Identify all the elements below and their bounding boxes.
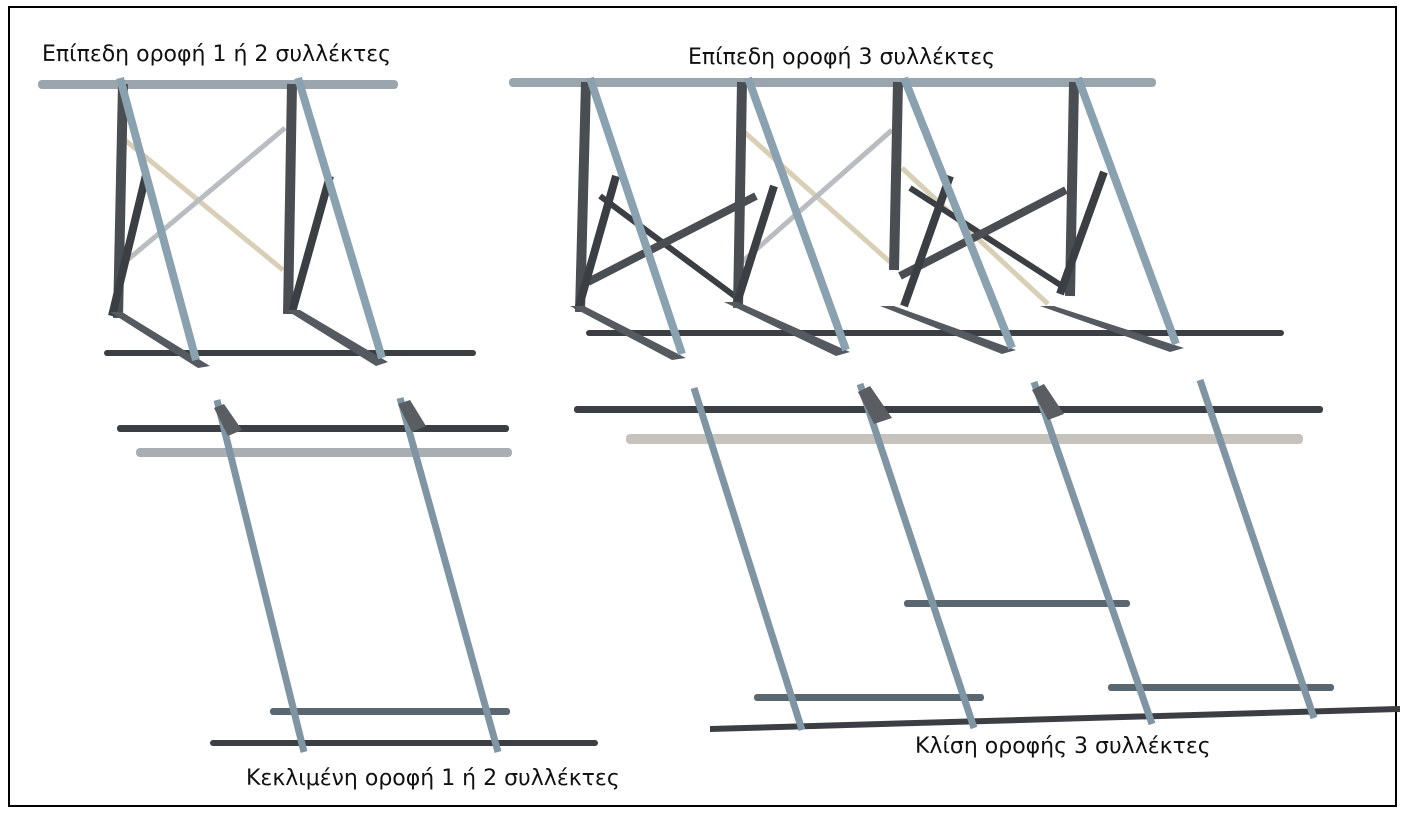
caption-roof-inclination-3: Κλίση οροφής 3 συλλέκτες [915,734,1211,759]
caption-flat-roof-3: Επίπεδη οροφή 3 συλλέκτες [688,45,996,70]
top-rail [509,78,1156,87]
inclined-arm [116,76,200,362]
bottom-rail [210,740,598,746]
inclined-arm [1196,378,1318,720]
cross-brace [740,128,894,264]
vertical-post [889,81,903,271]
base-foot [110,312,210,368]
cross-brace [123,138,285,272]
inclined-arm [744,76,850,352]
inclined-arm [690,386,806,732]
bottom-rail [104,350,476,356]
middle-rail [904,600,1130,607]
vertical-post [575,81,591,313]
collector-clamp [1032,384,1064,420]
inclined-arm [900,76,1016,350]
inclined-arm [1074,76,1180,346]
collector-clamp [214,404,242,436]
rear-strut [900,174,954,308]
collector-rail [626,434,1303,444]
upper-rail [574,406,1323,413]
cross-brace [598,193,742,303]
caption-flat-roof-1-2: Επίπεδη οροφή 1 ή 2 συλλέκτες [42,42,391,67]
upper-rail [117,425,509,432]
inclined-arm [1030,380,1156,726]
base-foot [286,310,388,366]
inclined-arm [856,382,978,730]
base-foot [570,306,686,360]
collector-clamp [858,386,892,424]
rear-strut [108,174,150,317]
figure-border [8,6,1397,807]
collector-rail [136,448,512,457]
bottom-rail [586,330,1284,336]
caption-inclined-roof-1-2: Κεκλιμένη οροφή 1 ή 2 συλλέκτες [246,766,620,791]
frame-inclined-1-2 [117,397,598,753]
rear-strut [288,174,334,314]
cross-brace [123,126,287,264]
frame-flat-3 [509,76,1284,360]
base-foot [880,306,1016,354]
lower-rail [1108,684,1334,691]
base-foot [1040,306,1184,352]
rear-strut [574,174,620,312]
rear-strut [732,184,778,308]
lower-rail [270,708,510,715]
collector-clamp [398,400,426,432]
vertical-post [733,81,747,309]
inclined-arm [586,76,686,356]
cross-brace [908,185,1064,289]
lower-rail [754,694,984,701]
frame-flat-1-2 [38,76,476,368]
bottom-rail [710,706,1400,732]
inclined-arm [294,76,386,360]
cross-brace [898,186,1068,280]
top-rail [38,80,398,89]
vertical-post [283,83,297,315]
rear-strut [1056,170,1108,296]
base-foot [724,302,850,356]
inclined-arm [396,397,502,753]
cross-brace [586,192,758,286]
frame-inclined-3 [574,378,1400,732]
inclined-arm [213,399,308,753]
